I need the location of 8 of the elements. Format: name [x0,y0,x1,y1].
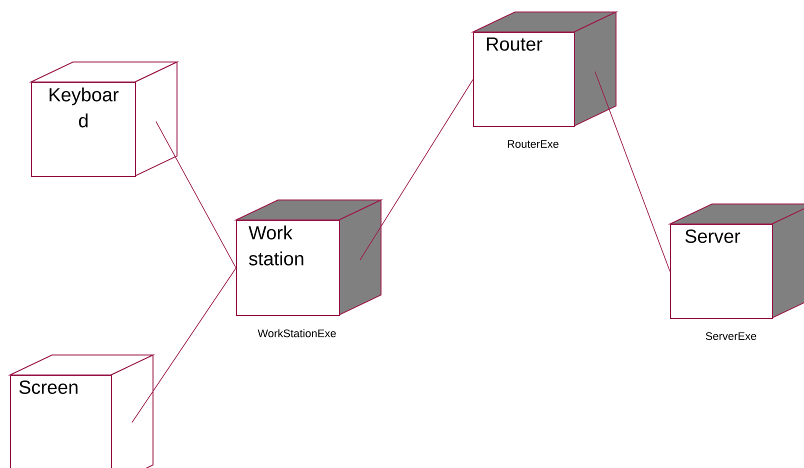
node-label: Screen [19,380,78,394]
node-caption: WorkStationExe [258,329,336,338]
node-caption: ServerExe [706,332,756,340]
connector-line [594,71,670,272]
connector-line [156,121,236,268]
connector-line [132,268,236,423]
node-caption: RouterExe [508,140,558,148]
connector-line [360,79,474,260]
